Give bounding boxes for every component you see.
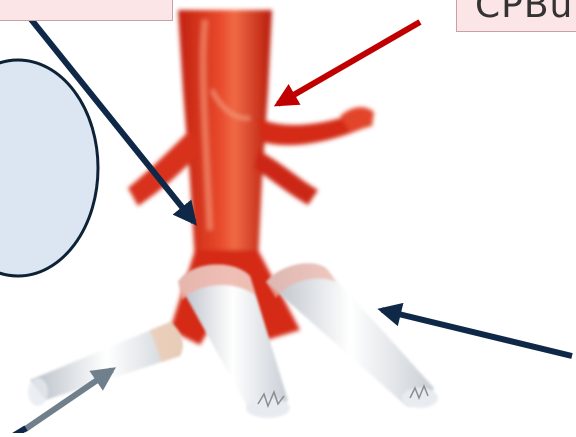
- label-box-top-left: [0, 0, 173, 21]
- cigarette-illustration: [28, 263, 438, 418]
- arrow-navy-lower-tail: [0, 428, 26, 433]
- arrow-navy-right: [382, 310, 572, 356]
- arrow-red: [278, 22, 420, 104]
- oval-callout: [0, 60, 98, 276]
- label-top-right-text: CPBu: [475, 0, 573, 26]
- label-box-top-right: CPBu: [456, 0, 576, 32]
